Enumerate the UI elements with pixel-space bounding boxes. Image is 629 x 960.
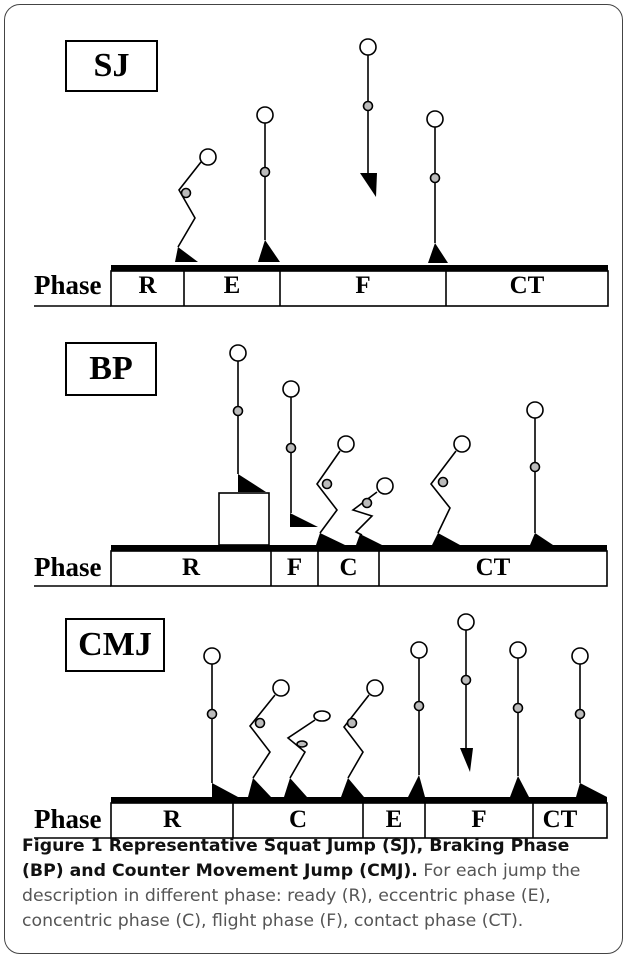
bp-phase-c: C xyxy=(339,554,358,581)
bp-ground xyxy=(111,545,607,551)
sj-phase-ct: CT xyxy=(509,272,545,299)
bp-phase-row xyxy=(110,550,608,587)
bp-phase-label: Phase xyxy=(34,552,102,582)
sj-phase-label: Phase xyxy=(34,270,102,300)
cmj-phase-r: R xyxy=(162,806,182,833)
cmj-figure-squat-1 xyxy=(248,679,290,797)
cmj-figure-contact xyxy=(571,647,607,797)
cmj-figure-squat-2 xyxy=(341,679,384,797)
cmj-phase-c: C xyxy=(288,806,308,833)
sj-phase-row xyxy=(110,270,609,307)
bp-label: BP xyxy=(65,342,157,396)
sj-figure-flight xyxy=(359,38,377,197)
cmj-phase-ct: CT xyxy=(542,806,578,833)
cmj-figure-ready xyxy=(203,647,238,797)
cmj-label: CMJ xyxy=(65,618,165,672)
bp-panel xyxy=(34,344,608,587)
cmj-phase-e: E xyxy=(385,806,403,833)
caption-description: For each jump the description in differe… xyxy=(22,861,581,931)
sj-ground xyxy=(111,265,608,271)
sj-label: SJ xyxy=(65,40,158,92)
cmj-panel xyxy=(34,613,608,839)
bp-figure-deep-squat xyxy=(351,477,394,545)
bp-figure-stand xyxy=(526,401,553,545)
caption-title: Figure 1 Representative Squat Jump (SJ),… xyxy=(22,836,570,881)
sj-figure-stand-1 xyxy=(256,106,280,262)
sj-phase-e: E xyxy=(223,272,241,299)
bp-figure-squat xyxy=(429,435,471,545)
bp-figure-platform xyxy=(229,344,266,492)
figure-caption: Figure 1 Representative Squat Jump (SJ),… xyxy=(22,834,612,934)
cmj-figure-flight xyxy=(457,613,475,772)
sj-figure-squat xyxy=(175,148,217,262)
bp-figure-land xyxy=(316,435,355,545)
cmj-figure-extend xyxy=(408,641,428,797)
cmj-figure-deep-squat xyxy=(284,710,331,797)
bp-phase-ct: CT xyxy=(475,554,511,581)
sj-phase-r: R xyxy=(138,272,157,299)
bp-figure-fall xyxy=(282,380,318,527)
bp-phase-r: R xyxy=(181,554,201,581)
cmj-ground xyxy=(111,797,607,803)
sj-panel xyxy=(34,38,609,307)
cmj-phase-row xyxy=(110,802,608,839)
cmj-figure-land xyxy=(509,641,529,797)
bp-platform xyxy=(218,492,270,546)
sj-figure-stand-2 xyxy=(426,110,448,263)
cmj-phase-label: Phase xyxy=(34,804,102,834)
bp-phase-f: F xyxy=(286,554,303,581)
cmj-phase-f: F xyxy=(471,806,487,833)
sj-phase-f: F xyxy=(355,272,371,299)
